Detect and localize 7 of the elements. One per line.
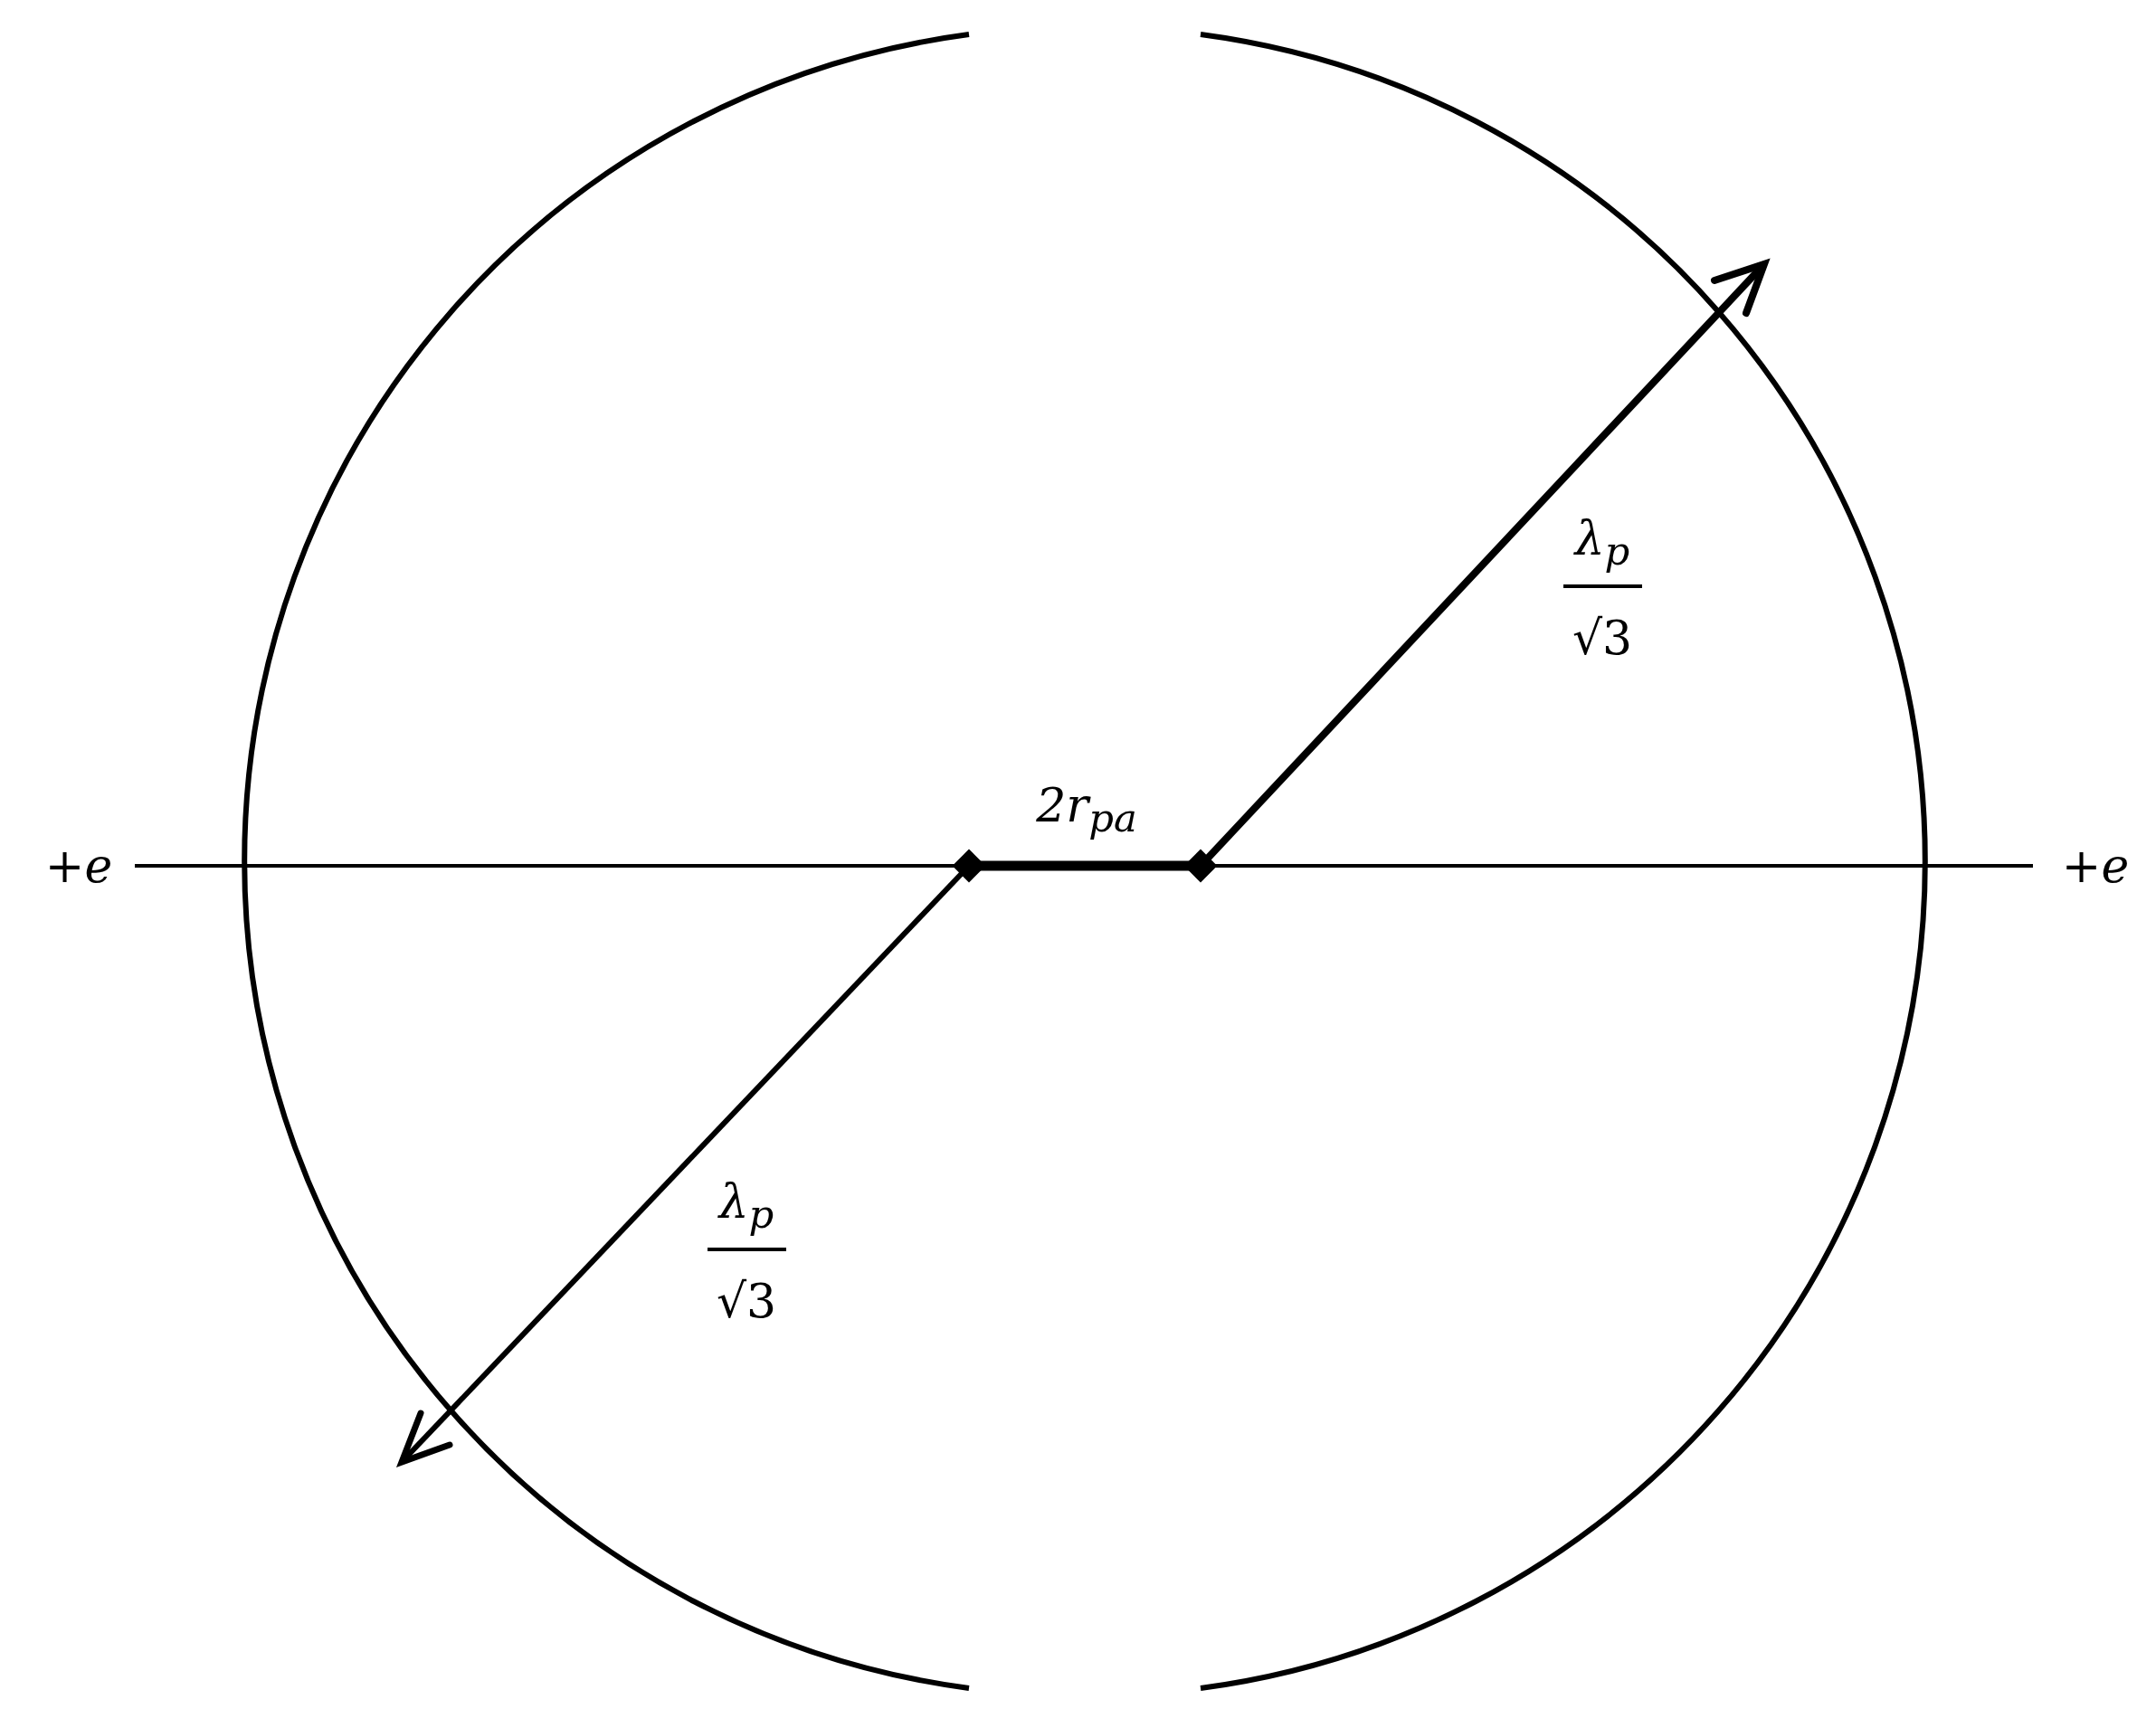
math-label: √3	[1572, 614, 1633, 661]
math-label: λ$_{p}$	[718, 1177, 774, 1235]
math-label: √3	[716, 1277, 777, 1324]
math-label: 2r$_{pa}$	[1036, 781, 1137, 839]
math-label: λ$_{p}$	[1574, 514, 1630, 572]
charge-label: +e	[44, 842, 113, 889]
charge-label: +e	[2061, 842, 2130, 889]
